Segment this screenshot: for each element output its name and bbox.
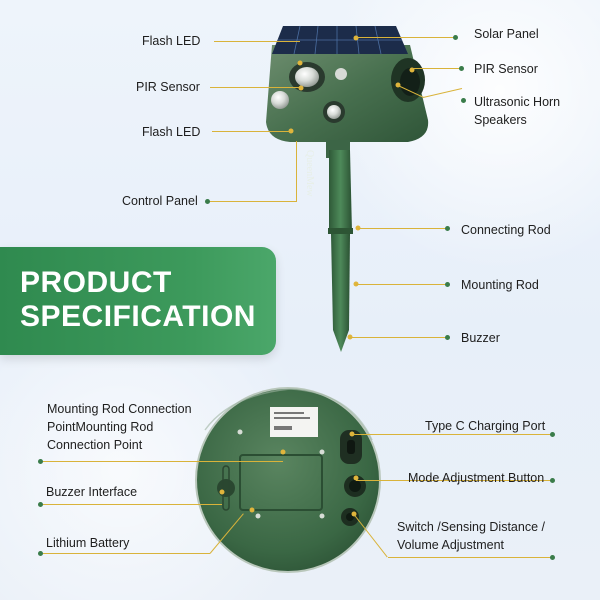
label-pir-sensor-right: PIR Sensor	[474, 62, 538, 76]
dot-buzzer-interface	[38, 502, 43, 507]
brand-logo: QueenMew	[304, 150, 315, 197]
leader-solar-panel	[356, 37, 454, 38]
label-buzzer: Buzzer	[461, 331, 500, 345]
label-flash-led-top: Flash LED	[142, 34, 201, 48]
leader-mounting-rod	[356, 284, 446, 285]
dot-mode-button	[550, 478, 555, 483]
leader-pir-left	[210, 87, 301, 88]
label-type-c-port: Type C Charging Port	[425, 419, 546, 433]
label-flash-led-bottom: Flash LED	[142, 125, 201, 139]
label-lithium-battery: Lithium Battery	[46, 536, 130, 550]
leader-pir-right	[412, 68, 460, 69]
leader-flash-led-bottom	[212, 131, 291, 132]
dot-buzzer	[445, 335, 450, 340]
device-rod	[328, 150, 353, 352]
dot-solar-panel	[453, 35, 458, 40]
dot-switch	[550, 555, 555, 560]
product-specification-banner: PRODUCT SPECIFICATION	[0, 247, 276, 355]
leader-control-panel-h	[206, 201, 297, 202]
leader-lithium-battery	[40, 553, 210, 554]
dot-lithium-battery	[38, 551, 43, 556]
label-mounting-rod: Mounting Rod	[461, 278, 539, 292]
label-control-panel: Control Panel	[122, 194, 198, 208]
banner-line-2: SPECIFICATION	[20, 300, 256, 333]
dot-mounting-connection	[38, 459, 43, 464]
banner-line-1: PRODUCT	[20, 266, 172, 299]
leader-flash-led-top	[214, 41, 300, 42]
leader-buzzer	[350, 337, 446, 338]
dot-mounting-rod	[445, 282, 450, 287]
dot-horn	[461, 98, 466, 103]
label-mounting-connection: Mounting Rod Connection PointMounting Ro…	[47, 402, 192, 452]
dot-control-panel	[205, 199, 210, 204]
leader-type-c	[352, 434, 552, 435]
leader-connecting-rod	[358, 228, 446, 229]
dot-connecting-rod	[445, 226, 450, 231]
label-ultrasonic-horn: Ultrasonic Horn Speakers	[474, 95, 561, 127]
device-bottom	[195, 387, 381, 573]
label-switch-sensing: Switch /Sensing Distance / Volume Adjust…	[397, 520, 545, 552]
dot-pir-right	[459, 66, 464, 71]
label-connecting-rod: Connecting Rod	[461, 223, 551, 237]
leader-mode-button	[356, 480, 552, 481]
leader-buzzer-interface	[40, 504, 222, 505]
leader-mounting-connection	[40, 461, 283, 462]
label-solar-panel: Solar Panel	[474, 27, 539, 41]
leader-switch	[388, 557, 552, 558]
dot-type-c	[550, 432, 555, 437]
device-head	[266, 25, 429, 158]
label-mode-button: Mode Adjustment Button	[408, 471, 545, 485]
label-buzzer-interface: Buzzer Interface	[46, 485, 138, 499]
leader-control-panel-v	[296, 141, 297, 201]
label-pir-sensor-left: PIR Sensor	[136, 80, 200, 94]
